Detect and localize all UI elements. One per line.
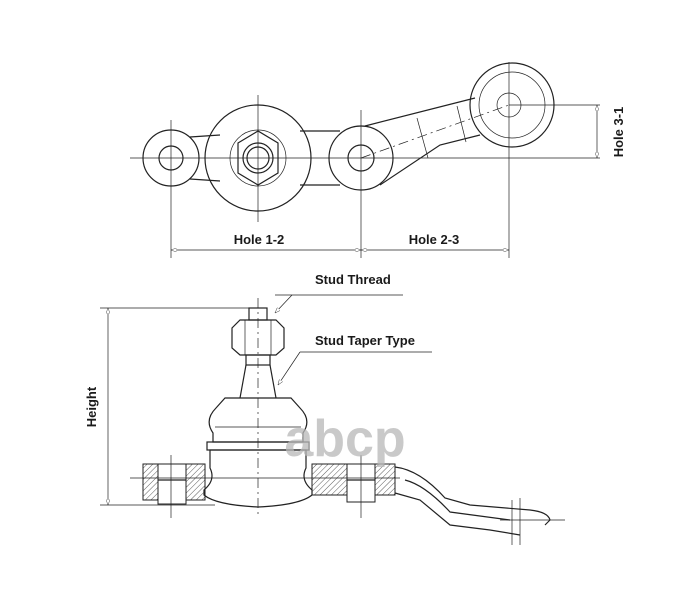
hole-2-3-label: Hole 2-3 (409, 232, 460, 247)
side-view: Height Stud Thread Stud Taper Type (84, 272, 565, 545)
hole-1 (158, 145, 184, 171)
hole-3-boss (469, 62, 555, 148)
hole-1-2-label: Hole 1-2 (234, 232, 285, 247)
ball-joint-housing (204, 104, 312, 212)
stud-taper (239, 364, 277, 399)
top-view: Hole 1-2 Hole 2-3 Hole 3-1 (130, 62, 626, 258)
stud-taper-type-label: Stud Taper Type (315, 333, 415, 348)
steering-arm (394, 466, 551, 536)
height-label: Height (84, 386, 99, 427)
nut-hex (237, 130, 279, 186)
hole-2 (347, 144, 375, 172)
stud-thread-label: Stud Thread (315, 272, 391, 287)
bolt-hole-1 (157, 463, 187, 505)
hole-3 (496, 92, 522, 118)
hole-1-boss (142, 129, 200, 187)
castle-nut (231, 319, 285, 356)
hole-2-boss (328, 125, 394, 191)
hole-3-1-label: Hole 3-1 (611, 107, 626, 158)
watermark-logo: abcp (284, 410, 405, 468)
